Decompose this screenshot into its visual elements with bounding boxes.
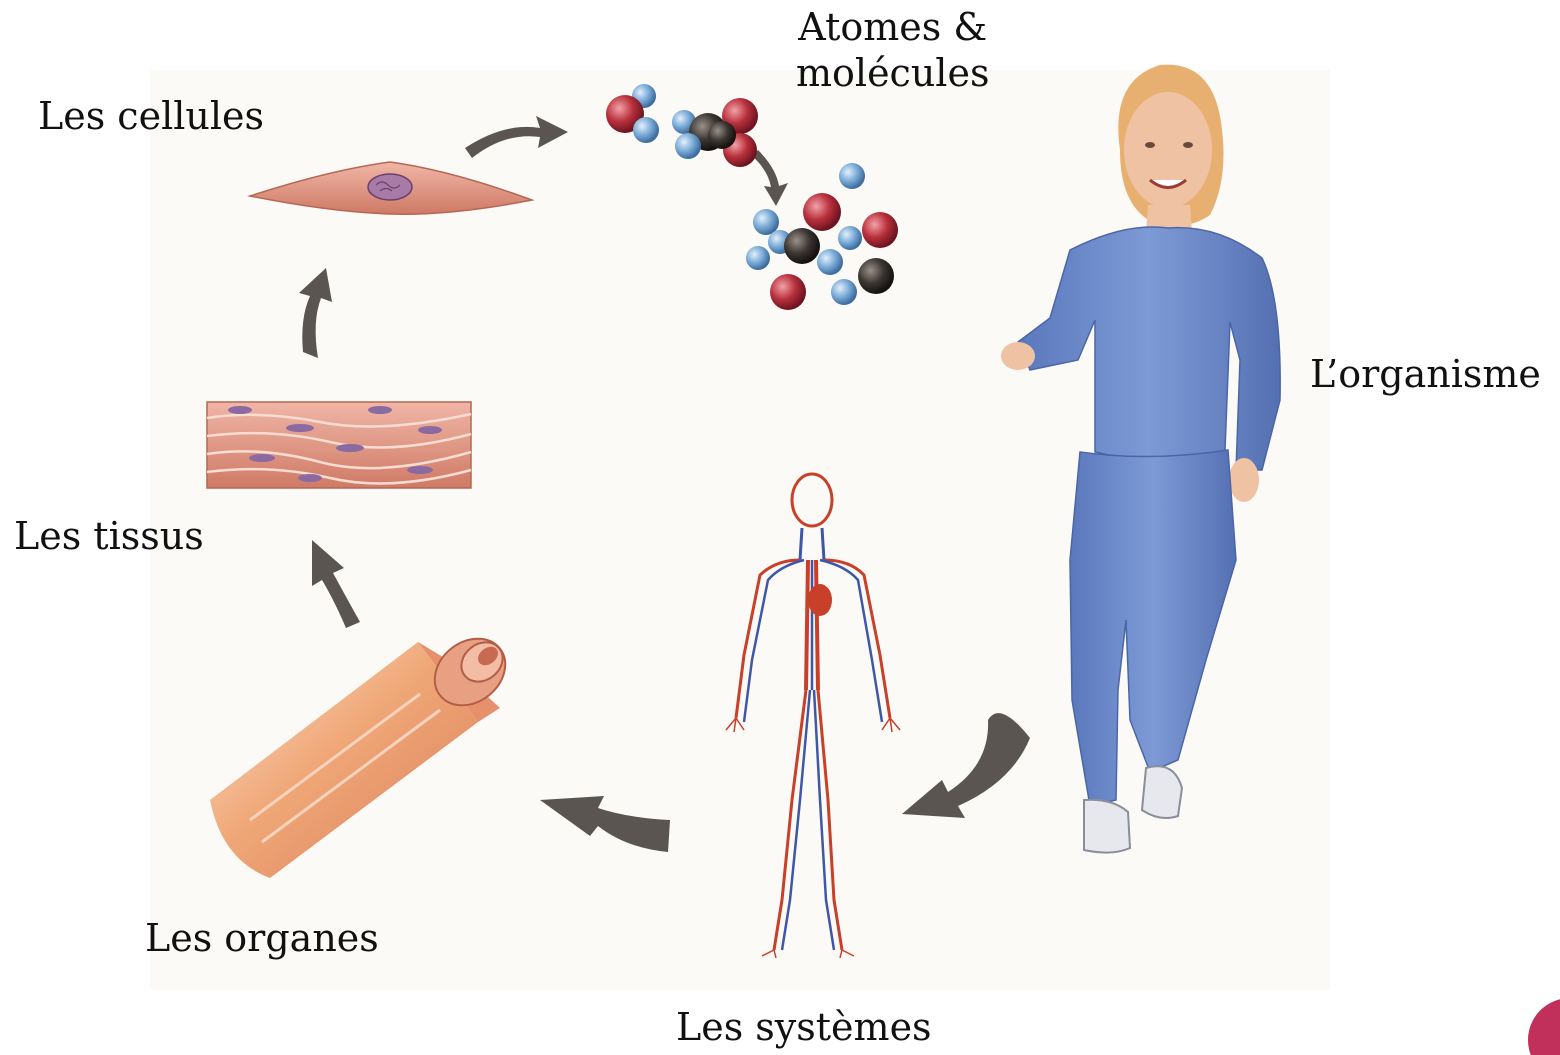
molecule-group xyxy=(606,84,758,167)
arrow-tissues-to-cells xyxy=(299,268,332,358)
tissue-illustration xyxy=(207,402,471,488)
organ-illustration xyxy=(210,625,518,878)
label-organs: Les organes xyxy=(145,916,379,962)
corner-accent-badge xyxy=(1528,998,1560,1055)
label-atoms-molecules: Atomes & molécules xyxy=(796,5,989,96)
cell-illustration xyxy=(250,162,532,214)
label-organism: L’organisme xyxy=(1310,352,1541,398)
label-atoms-line-2: molécules xyxy=(796,51,989,97)
arrow-systems-to-organs xyxy=(540,796,670,852)
arrow-organs-to-tissues xyxy=(312,540,360,628)
label-systems: Les systèmes xyxy=(676,1005,932,1051)
arrow-molecule-to-atoms xyxy=(752,150,788,206)
organism-illustration xyxy=(1001,65,1280,853)
label-atoms-line-1: Atomes & xyxy=(796,5,989,51)
circulatory-system-illustration xyxy=(726,474,900,958)
label-cells: Les cellules xyxy=(38,94,264,140)
label-tissues: Les tissus xyxy=(14,514,204,560)
arrow-cells-to-atoms xyxy=(465,116,568,158)
free-atoms-group xyxy=(746,163,898,310)
arrow-organism-to-systems xyxy=(902,713,1030,818)
